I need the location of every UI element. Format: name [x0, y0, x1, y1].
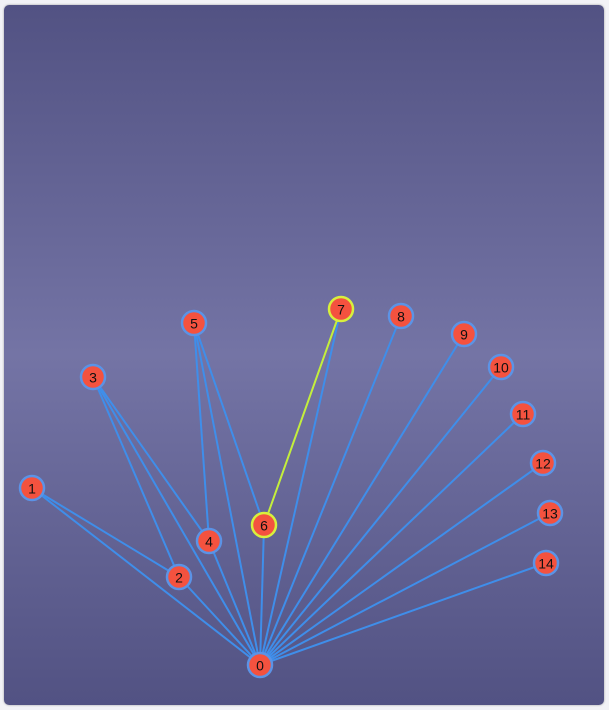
edge-0-4	[208, 540, 261, 666]
node-9[interactable]: 9	[450, 320, 478, 348]
node-10[interactable]: 10	[487, 353, 515, 381]
edge-0-6	[259, 524, 265, 666]
node-11[interactable]: 11	[509, 400, 537, 428]
node-13[interactable]: 13	[536, 499, 564, 527]
edge-0-1	[31, 487, 261, 666]
edge-0-5	[193, 322, 261, 666]
node-7[interactable]: 7	[327, 295, 355, 323]
edge-0-13	[259, 512, 551, 666]
node-circle[interactable]	[536, 499, 564, 527]
node-circle[interactable]	[327, 295, 355, 323]
node-circle[interactable]	[532, 549, 560, 577]
node-circle[interactable]	[509, 400, 537, 428]
node-6[interactable]: 6	[250, 511, 278, 539]
edge-3-4	[92, 376, 210, 542]
node-circle[interactable]	[79, 363, 107, 391]
node-5[interactable]: 5	[180, 309, 208, 337]
edge-0-12	[259, 462, 544, 666]
node-3[interactable]: 3	[79, 363, 107, 391]
edge-0-3	[92, 376, 261, 666]
node-0[interactable]: 0	[246, 651, 274, 679]
node-1[interactable]: 1	[18, 474, 46, 502]
edge-0-9	[259, 333, 465, 666]
edge-1-2	[31, 487, 180, 578]
edge-0-2	[178, 576, 261, 666]
edge-0-10	[259, 366, 502, 666]
node-circle[interactable]	[195, 527, 223, 555]
edge-0-8	[259, 315, 402, 666]
edge-3-2	[92, 376, 180, 578]
node-circle[interactable]	[250, 511, 278, 539]
node-circle[interactable]	[165, 563, 193, 591]
edge-5-6	[193, 322, 265, 526]
node-circle[interactable]	[529, 449, 557, 477]
edge-0-14	[259, 562, 547, 666]
node-circle[interactable]	[18, 474, 46, 502]
node-2[interactable]: 2	[165, 563, 193, 591]
node-12[interactable]: 12	[529, 449, 557, 477]
node-circle[interactable]	[387, 302, 415, 330]
node-8[interactable]: 8	[387, 302, 415, 330]
edge-5-4	[193, 322, 210, 542]
node-circle[interactable]	[180, 309, 208, 337]
node-14[interactable]: 14	[532, 549, 560, 577]
edge-6-7	[263, 308, 342, 526]
edges-layer	[31, 308, 551, 666]
node-circle[interactable]	[450, 320, 478, 348]
edge-0-7	[259, 308, 342, 666]
node-circle[interactable]	[246, 651, 274, 679]
node-4[interactable]: 4	[195, 527, 223, 555]
edge-0-11	[259, 413, 524, 666]
node-circle[interactable]	[487, 353, 515, 381]
